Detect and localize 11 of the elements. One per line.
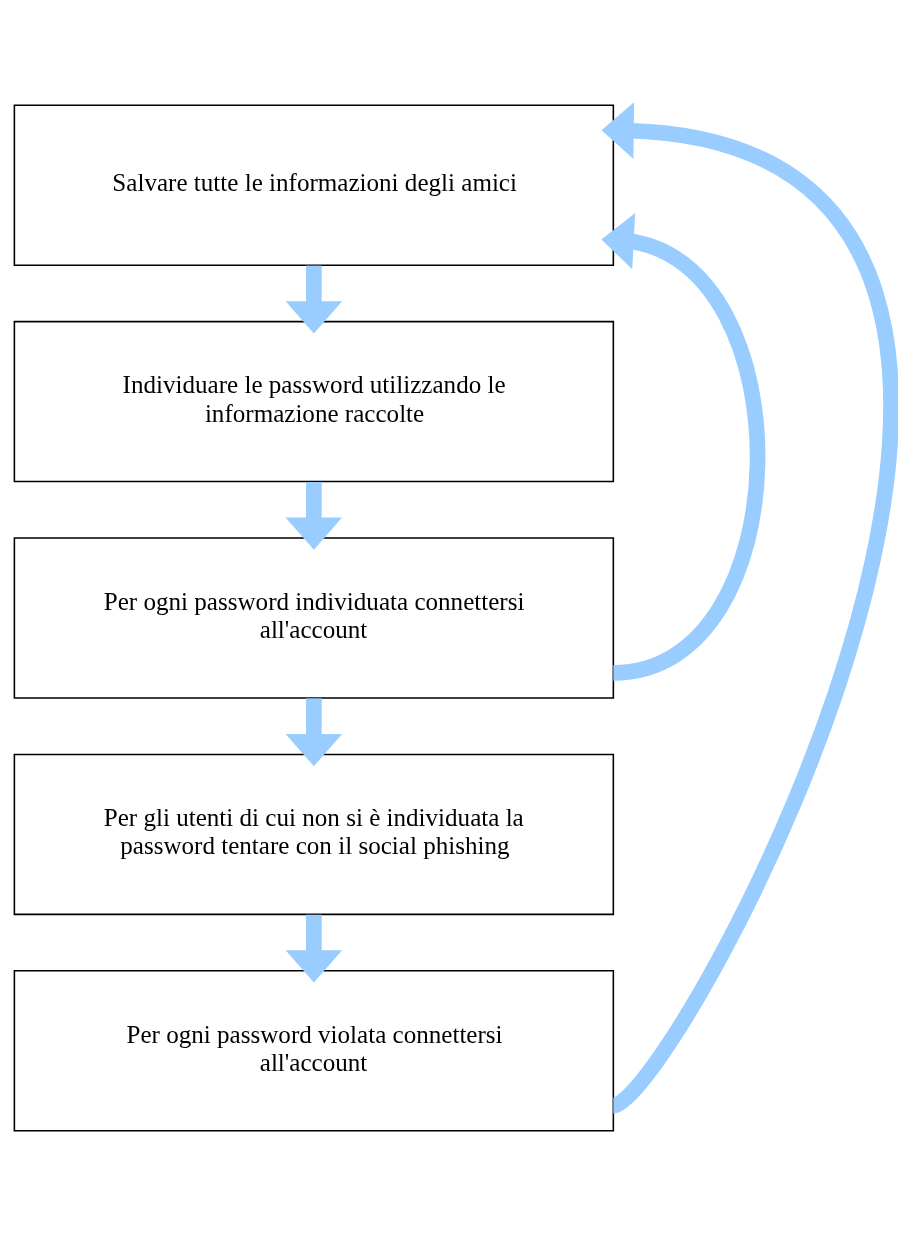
arrow	[285, 914, 343, 983]
arrow	[601, 102, 898, 1112]
node-box: Per ogni password violata connettersi all'account	[13, 970, 615, 1132]
arrow	[601, 212, 766, 681]
node-box: Per ogni password individuata connettersi all'account	[13, 537, 615, 699]
arrow	[285, 698, 343, 767]
node-box: Per gli utenti di cui non si è individuata la password tentare con il social phishing	[13, 753, 615, 916]
arrow	[285, 482, 343, 550]
node-box: Salvare tutte le informazioni degli amici	[13, 104, 615, 266]
node-box: Individuare le password utilizzando le informazione raccolte	[13, 320, 615, 483]
arrow	[285, 265, 343, 334]
